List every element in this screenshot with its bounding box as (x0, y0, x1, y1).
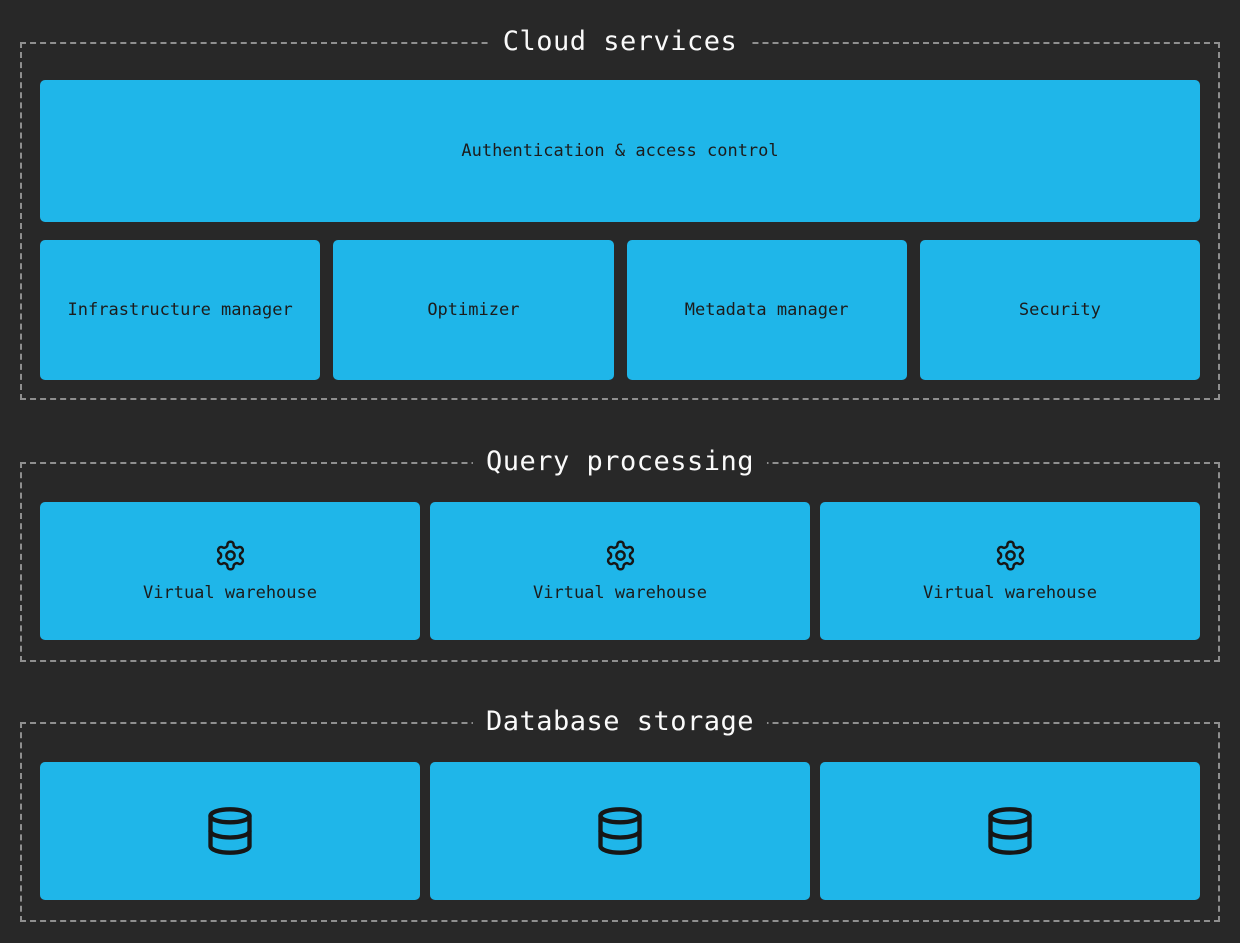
database-box (820, 762, 1200, 900)
gear-icon (604, 539, 637, 572)
database-icon (204, 805, 256, 857)
infrastructure-manager-label: Infrastructure manager (67, 300, 293, 320)
database-box (430, 762, 810, 900)
cloud-services-section: Cloud services Authentication & access c… (20, 25, 1220, 400)
security-box: Security (919, 240, 1200, 380)
authentication-access-control-box: Authentication & access control (40, 80, 1200, 222)
query-processing-row: Virtual warehouse Virtual warehouse Virt… (40, 502, 1200, 640)
security-label: Security (1018, 300, 1101, 320)
infrastructure-manager-box: Infrastructure manager (40, 240, 321, 380)
virtual-warehouse-box: Virtual warehouse (40, 502, 420, 640)
virtual-warehouse-label: Virtual warehouse (923, 583, 1097, 603)
virtual-warehouse-box: Virtual warehouse (430, 502, 810, 640)
optimizer-label: Optimizer (427, 300, 520, 320)
virtual-warehouse-box: Virtual warehouse (820, 502, 1200, 640)
authentication-access-control-label: Authentication & access control (461, 141, 779, 161)
database-icon (594, 805, 646, 857)
metadata-manager-box: Metadata manager (626, 240, 907, 380)
gear-icon (994, 539, 1027, 572)
virtual-warehouse-label: Virtual warehouse (143, 583, 317, 603)
database-box (40, 762, 420, 900)
metadata-manager-label: Metadata manager (684, 300, 849, 320)
database-storage-row (40, 762, 1200, 900)
virtual-warehouse-label: Virtual warehouse (533, 583, 707, 603)
query-processing-section: Query processing Virtual warehouse Virtu… (20, 445, 1220, 662)
cloud-services-title: Cloud services (489, 25, 751, 59)
cloud-services-row: Infrastructure manager Optimizer Metadat… (40, 240, 1200, 380)
database-icon (984, 805, 1036, 857)
query-processing-title: Query processing (472, 445, 768, 479)
gear-icon (214, 539, 247, 572)
database-storage-section: Database storage (20, 705, 1220, 922)
database-storage-title: Database storage (472, 705, 768, 739)
optimizer-box: Optimizer (333, 240, 614, 380)
